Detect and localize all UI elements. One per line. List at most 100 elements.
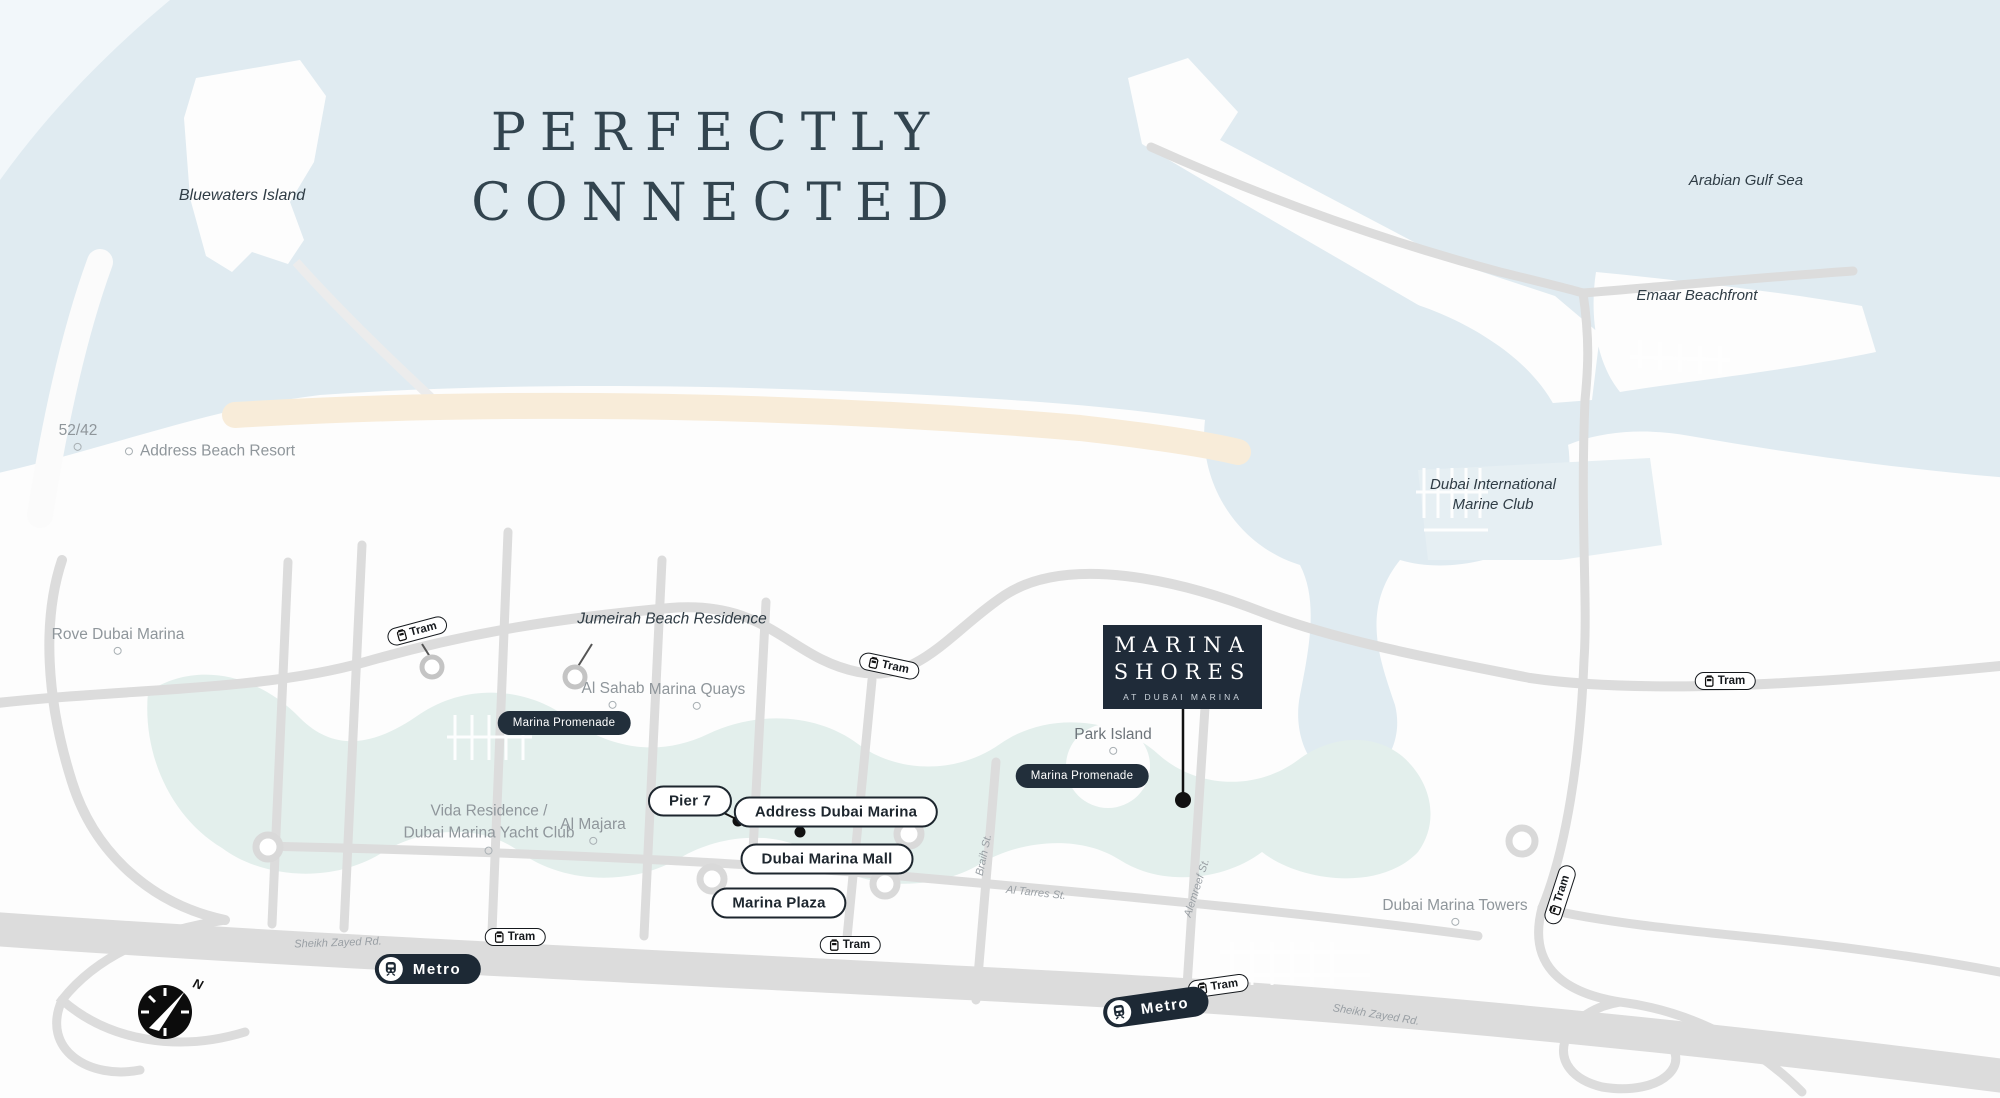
junction-marker bbox=[1505, 824, 1539, 858]
pill-marina-plaza: Marina Plaza bbox=[711, 887, 847, 919]
tram-icon bbox=[494, 931, 504, 943]
tram-badge-label: Tram bbox=[507, 931, 536, 943]
metro-badge: Metro bbox=[1101, 984, 1211, 1030]
poi-dubai-marina-towers: Dubai Marina Towers bbox=[1382, 896, 1528, 927]
road-sheikh-zayed bbox=[0, 912, 2000, 1093]
metro-badge-label: Metro bbox=[1139, 993, 1191, 1018]
poi-marker bbox=[124, 447, 133, 455]
tram-icon bbox=[1549, 904, 1562, 916]
poi-marker bbox=[73, 443, 82, 452]
poi-al-sahab: Al Sahab bbox=[581, 679, 645, 710]
tram-badge: Tram bbox=[1694, 672, 1756, 690]
tram-badge-label: Tram bbox=[1209, 977, 1239, 993]
badge-marina-promenade-east: Marina Promenade bbox=[1015, 764, 1149, 788]
junction-markers bbox=[252, 818, 1539, 900]
tram-badge: Tram bbox=[857, 650, 921, 682]
tram-badge: Tram bbox=[819, 936, 881, 954]
station-stem bbox=[576, 643, 593, 669]
junction-marker bbox=[869, 868, 901, 900]
poi-address-beach-resort-text: Address Beach Resort bbox=[139, 442, 296, 460]
tram-badge-label: Tram bbox=[1717, 675, 1746, 687]
bluewaters-island-shape bbox=[184, 60, 326, 272]
road-vertical bbox=[487, 527, 513, 937]
poi-vida-line1: Vida Residence / bbox=[430, 802, 548, 820]
project-leader bbox=[1175, 709, 1191, 808]
tram-icon bbox=[1704, 675, 1714, 687]
pill-address-dubai-marina: Address Dubai Marina bbox=[733, 796, 939, 828]
poi-vida-line2: Dubai Marina Yacht Club bbox=[403, 825, 575, 842]
metro-badge: Metro bbox=[374, 954, 482, 984]
project-name-line2: SHORES bbox=[1113, 660, 1252, 684]
tram-badge-label: Tram bbox=[842, 939, 871, 951]
marina-channel bbox=[147, 674, 1431, 884]
leader-dot bbox=[794, 826, 806, 838]
pier-cluster bbox=[1416, 468, 1488, 532]
road-right-curl bbox=[1559, 997, 1681, 1094]
project-subtitle: AT DUBAI MARINA bbox=[1123, 692, 1242, 703]
tram-icon bbox=[396, 629, 408, 642]
road-left-curl bbox=[52, 995, 145, 1077]
compass-ticks bbox=[141, 988, 189, 1036]
pier-cluster bbox=[1629, 340, 1731, 374]
label-emaar-beachfront: Emaar Beachfront bbox=[1636, 286, 1758, 304]
metro-badge-label: Metro bbox=[412, 960, 462, 978]
tram-badge: Tram bbox=[484, 928, 546, 946]
poi-rove-dubai-marina: Rove Dubai Marina bbox=[51, 625, 185, 656]
junction-marker bbox=[696, 863, 728, 895]
compass-icon bbox=[138, 985, 192, 1039]
project-card-marina-shores: MARINA SHORES AT DUBAI MARINA bbox=[1103, 625, 1262, 709]
poi-marker bbox=[608, 701, 617, 710]
road-breakwater bbox=[1146, 142, 1858, 298]
label-jumeirah-beach-residence: Jumeirah Beach Residence bbox=[577, 610, 767, 628]
junction-marker bbox=[252, 831, 284, 863]
tram-badge: Tram bbox=[1542, 863, 1578, 927]
beach-sand bbox=[222, 392, 1251, 465]
poi-al-sahab-text: Al Sahab bbox=[581, 679, 645, 697]
road-alemreef-st bbox=[1181, 687, 1211, 1007]
road-left-loop bbox=[44, 555, 230, 925]
road-network bbox=[0, 142, 2000, 1097]
page-title-line2: CONNECTED bbox=[471, 173, 963, 233]
pill-pier-7: Pier 7 bbox=[647, 785, 733, 817]
road-vertical bbox=[339, 540, 367, 933]
tram-stations bbox=[419, 643, 593, 690]
tram-icon bbox=[829, 939, 839, 951]
dimc-line2: Marine Club bbox=[1452, 496, 1534, 513]
badge-marina-promenade-west: Marina Promenade bbox=[497, 711, 631, 735]
poi-marker bbox=[1108, 747, 1117, 756]
tram-icon bbox=[868, 656, 879, 669]
poi-park-island: Park Island bbox=[1074, 725, 1152, 756]
poi-52-42-text: 52/42 bbox=[58, 421, 98, 439]
tram-badge: Tram bbox=[385, 614, 449, 648]
poi-al-majara: Al Majara bbox=[560, 815, 626, 846]
project-location-dot bbox=[1175, 792, 1191, 808]
road-al-tarres bbox=[257, 841, 1483, 941]
page-title: PERFECTLY CONNECTED bbox=[471, 98, 963, 238]
poi-marker bbox=[589, 837, 597, 846]
poi-address-beach-resort: Address Beach Resort bbox=[124, 441, 296, 460]
poi-marina-quays-text: Marina Quays bbox=[648, 680, 746, 698]
label-arabian-gulf-sea: Arabian Gulf Sea bbox=[1688, 171, 1804, 189]
bluewaters-bridge bbox=[292, 258, 440, 406]
poi-rove-text: Rove Dubai Marina bbox=[51, 625, 185, 643]
label-bluewaters-island: Bluewaters Island bbox=[178, 187, 306, 205]
pill-dubai-marina-mall: Dubai Marina Mall bbox=[740, 843, 914, 875]
label-dubai-international-marine-club: Dubai International Marine Club bbox=[1430, 475, 1556, 516]
station-marker bbox=[419, 654, 445, 680]
bluewaters-peninsula bbox=[27, 249, 113, 528]
road-vertical bbox=[639, 555, 667, 941]
poi-marker bbox=[1451, 918, 1459, 927]
dimc-line1: Dubai International bbox=[1430, 475, 1556, 493]
poi-dubai-marina-towers-text: Dubai Marina Towers bbox=[1382, 896, 1528, 914]
compass-needle bbox=[149, 991, 185, 1031]
station-marker bbox=[562, 664, 588, 690]
tram-badge-label: Tram bbox=[880, 658, 911, 677]
poi-marker bbox=[484, 846, 493, 855]
beachfront-wedge bbox=[1593, 272, 1876, 392]
poi-park-island-text: Park Island bbox=[1074, 725, 1152, 743]
poi-al-majara-text: Al Majara bbox=[560, 815, 626, 833]
harbor-water bbox=[1204, 285, 1570, 781]
road-right-frontage bbox=[1537, 903, 2000, 977]
